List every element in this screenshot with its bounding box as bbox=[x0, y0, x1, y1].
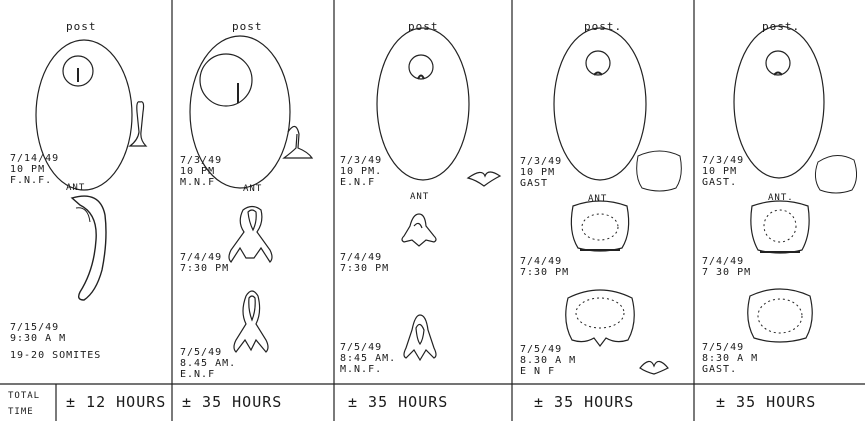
stage-date: 7/3/49 bbox=[340, 155, 382, 166]
egg-outline bbox=[377, 28, 469, 180]
ant-label: ANT bbox=[66, 183, 85, 193]
stage-name: M.N.F bbox=[180, 177, 215, 188]
embryo-side-view bbox=[468, 172, 500, 186]
stage-time: 8:30 A M bbox=[702, 353, 758, 364]
stage-time: 9:30 A M bbox=[10, 333, 66, 344]
stage-date: 7/5/49 bbox=[520, 344, 562, 355]
embryo-gastrula bbox=[815, 155, 856, 193]
post-label: post bbox=[232, 20, 263, 33]
stage-time: 10 PM bbox=[520, 167, 555, 178]
stage-name: 19-20 SOMITES bbox=[10, 350, 101, 361]
egg-outline bbox=[36, 40, 132, 190]
embryo-side-view bbox=[284, 126, 312, 158]
stage-time: 7:30 PM bbox=[340, 263, 389, 274]
ant-label: ANT bbox=[243, 184, 262, 194]
stage-name: E.N.F bbox=[180, 369, 215, 380]
total-time-label: TOTAL TIME bbox=[8, 388, 54, 420]
stage-date: 7/15/49 bbox=[10, 322, 59, 333]
embryo-gastrula bbox=[571, 201, 628, 251]
ant-label: ANT. bbox=[768, 193, 794, 203]
ant-label: ANT bbox=[588, 194, 607, 204]
stage-date: 7/5/49 bbox=[180, 347, 222, 358]
stage-name: E.N.F bbox=[340, 177, 375, 188]
stage-date: 7/3/49 bbox=[180, 155, 222, 166]
stage-date: 7/4/49 bbox=[520, 256, 562, 267]
post-label: post bbox=[66, 20, 97, 33]
egg-outline bbox=[734, 26, 824, 178]
embryo-gastrula bbox=[637, 151, 682, 191]
embryo-ventral-view bbox=[404, 315, 436, 360]
embryo-disc bbox=[586, 51, 610, 75]
embryo-curved-view bbox=[72, 196, 106, 300]
embryo-ventral-view bbox=[229, 207, 272, 263]
stage-date: 7/5/49 bbox=[340, 342, 382, 353]
embryo-gastrula bbox=[751, 201, 809, 253]
total-hours: ± 35 HOURS bbox=[716, 393, 816, 411]
stage-time: 7:30 PM bbox=[520, 267, 569, 278]
total-hours: ± 12 HOURS bbox=[66, 393, 166, 411]
embryo-side-view bbox=[640, 361, 668, 374]
stage-time: 10 PM bbox=[180, 166, 215, 177]
stage-date: 7/3/49 bbox=[702, 155, 744, 166]
stage-time: 10 PM. bbox=[340, 166, 382, 177]
stage-name: GAST. bbox=[702, 364, 737, 375]
embryo-disc bbox=[200, 54, 252, 106]
post-label: post. bbox=[762, 20, 800, 33]
stage-time: 10 PM bbox=[702, 166, 737, 177]
embryo-ventral-view bbox=[402, 214, 436, 246]
stage-date: 7/4/49 bbox=[702, 256, 744, 267]
stage-date: 7/4/49 bbox=[340, 252, 382, 263]
stage-name: E N F bbox=[520, 366, 555, 377]
total-hours: ± 35 HOURS bbox=[182, 393, 282, 411]
stage-date: 7/5/49 bbox=[702, 342, 744, 353]
ant-label: ANT bbox=[410, 192, 429, 202]
embryo-ventral-view bbox=[234, 291, 268, 352]
stage-time: 7 30 PM bbox=[702, 267, 751, 278]
embryo-gastrula bbox=[566, 290, 635, 346]
stage-time: 8.30 A M bbox=[520, 355, 576, 366]
stage-name: M.N.F. bbox=[340, 364, 382, 375]
stage-date: 7/4/49 bbox=[180, 252, 222, 263]
embryo-gastrula bbox=[748, 289, 813, 342]
stage-date: 7/14/49 bbox=[10, 153, 59, 164]
post-label: post. bbox=[584, 20, 622, 33]
stage-time: 8:45 AM. bbox=[340, 353, 396, 364]
stage-time: 8.45 AM. bbox=[180, 358, 236, 369]
embryo-disc bbox=[766, 51, 790, 75]
stage-time: 10 PM bbox=[10, 164, 45, 175]
stage-name: GAST bbox=[520, 178, 548, 189]
stage-name: F.N.F. bbox=[10, 175, 52, 186]
total-hours: ± 35 HOURS bbox=[534, 393, 634, 411]
total-hours: ± 35 HOURS bbox=[348, 393, 448, 411]
post-label: post bbox=[408, 20, 439, 33]
stage-time: 7:30 PM bbox=[180, 263, 229, 274]
stage-date: 7/3/49 bbox=[520, 156, 562, 167]
stage-name: GAST. bbox=[702, 177, 737, 188]
